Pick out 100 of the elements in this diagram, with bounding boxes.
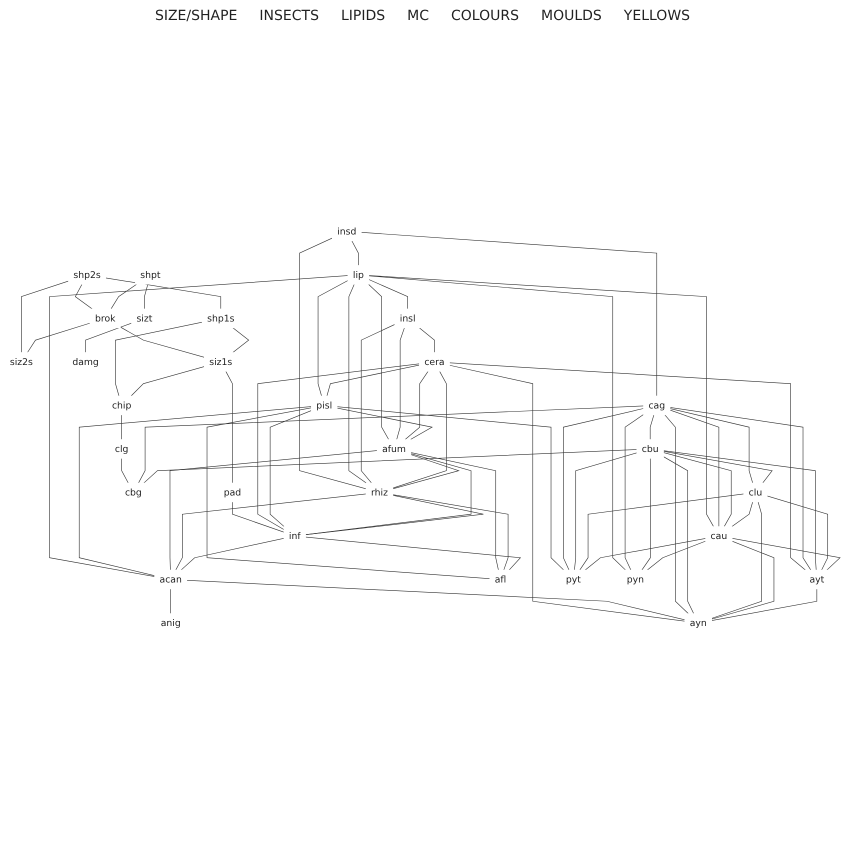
node-text: pisl [316,400,332,411]
connector [78,406,312,576]
connector [410,452,499,570]
connector [305,453,472,535]
connector [579,493,744,570]
connector [392,494,508,570]
connector [732,538,841,570]
group-label: COLOURS [451,8,519,24]
connector [170,588,171,614]
connector [732,501,753,527]
connector [663,450,816,570]
node-text: ayt [809,574,824,585]
connector [392,454,460,489]
connector [650,414,654,440]
connector [270,410,312,527]
node-text: pyn [626,574,644,585]
connector [305,536,522,570]
connector [299,238,366,489]
group-label: INSECTS [259,8,319,24]
connector [368,278,408,310]
node-text: cbg [124,486,142,498]
connector [646,540,706,570]
connector [105,277,222,310]
connector [766,495,828,570]
node-text: siz1s [209,356,232,368]
node-text: cau [710,530,728,542]
connector [138,406,644,484]
connector [418,327,435,353]
connector [574,452,638,570]
connector [206,407,490,579]
connector [368,284,389,440]
connector [584,538,706,570]
node-text: cbu [642,443,659,454]
connector [348,284,367,484]
group-label: MC [407,8,429,24]
connector [336,408,433,440]
connector [449,364,686,622]
node-text: clg [114,443,128,454]
connector [49,275,348,577]
connector [336,406,564,570]
node-text: ayn [690,617,707,628]
connector [670,410,720,527]
connector [352,240,359,266]
connector [121,414,122,440]
group-label: LIPIDS [340,8,386,24]
group-label: YELLOWS [624,8,690,24]
node-text: damg [72,356,99,368]
connector [711,588,818,621]
connector [664,414,689,614]
connector [396,327,405,440]
connector [711,540,774,620]
node-text: chip [112,400,132,411]
node-text: afum [382,443,406,454]
connector [21,280,69,353]
connector [449,362,806,570]
connector [120,326,205,358]
connector [226,370,233,484]
connector [670,406,812,570]
connector [144,284,148,310]
connector [368,275,714,527]
connector [170,450,378,570]
node-text: cera [424,356,445,368]
node-text: anig [160,617,181,628]
connector [360,324,396,484]
connector [175,493,366,570]
node-text: pad [224,486,242,498]
connector [257,363,420,530]
connector [663,450,773,484]
node-text: siz2s [10,356,33,368]
connector [186,580,686,620]
connector [670,408,753,484]
connector [563,408,644,570]
connector [143,449,638,484]
connector [368,275,626,570]
connector [232,501,284,532]
connector [392,370,447,488]
connector [624,414,644,570]
connector [663,456,694,614]
connector [85,322,132,353]
connector [642,458,651,570]
connector [305,494,484,535]
connector [361,232,658,396]
node-text: acan [160,574,182,585]
connector [180,538,284,570]
group-label: SIZE/SHAPE [154,8,238,24]
connector [27,322,90,353]
node-text: pyt [566,574,581,585]
connector [663,452,732,527]
group-label: MOULDS [540,8,602,24]
connector [711,501,762,618]
connector [110,284,137,310]
connector [404,370,428,440]
node-text: cag [648,400,666,411]
connector [326,364,420,396]
connector [115,322,202,396]
connector [130,366,205,396]
node-text: insl [400,312,416,324]
node-text: insd [337,225,356,237]
node-text: sizt [136,312,152,324]
connector [318,280,348,396]
